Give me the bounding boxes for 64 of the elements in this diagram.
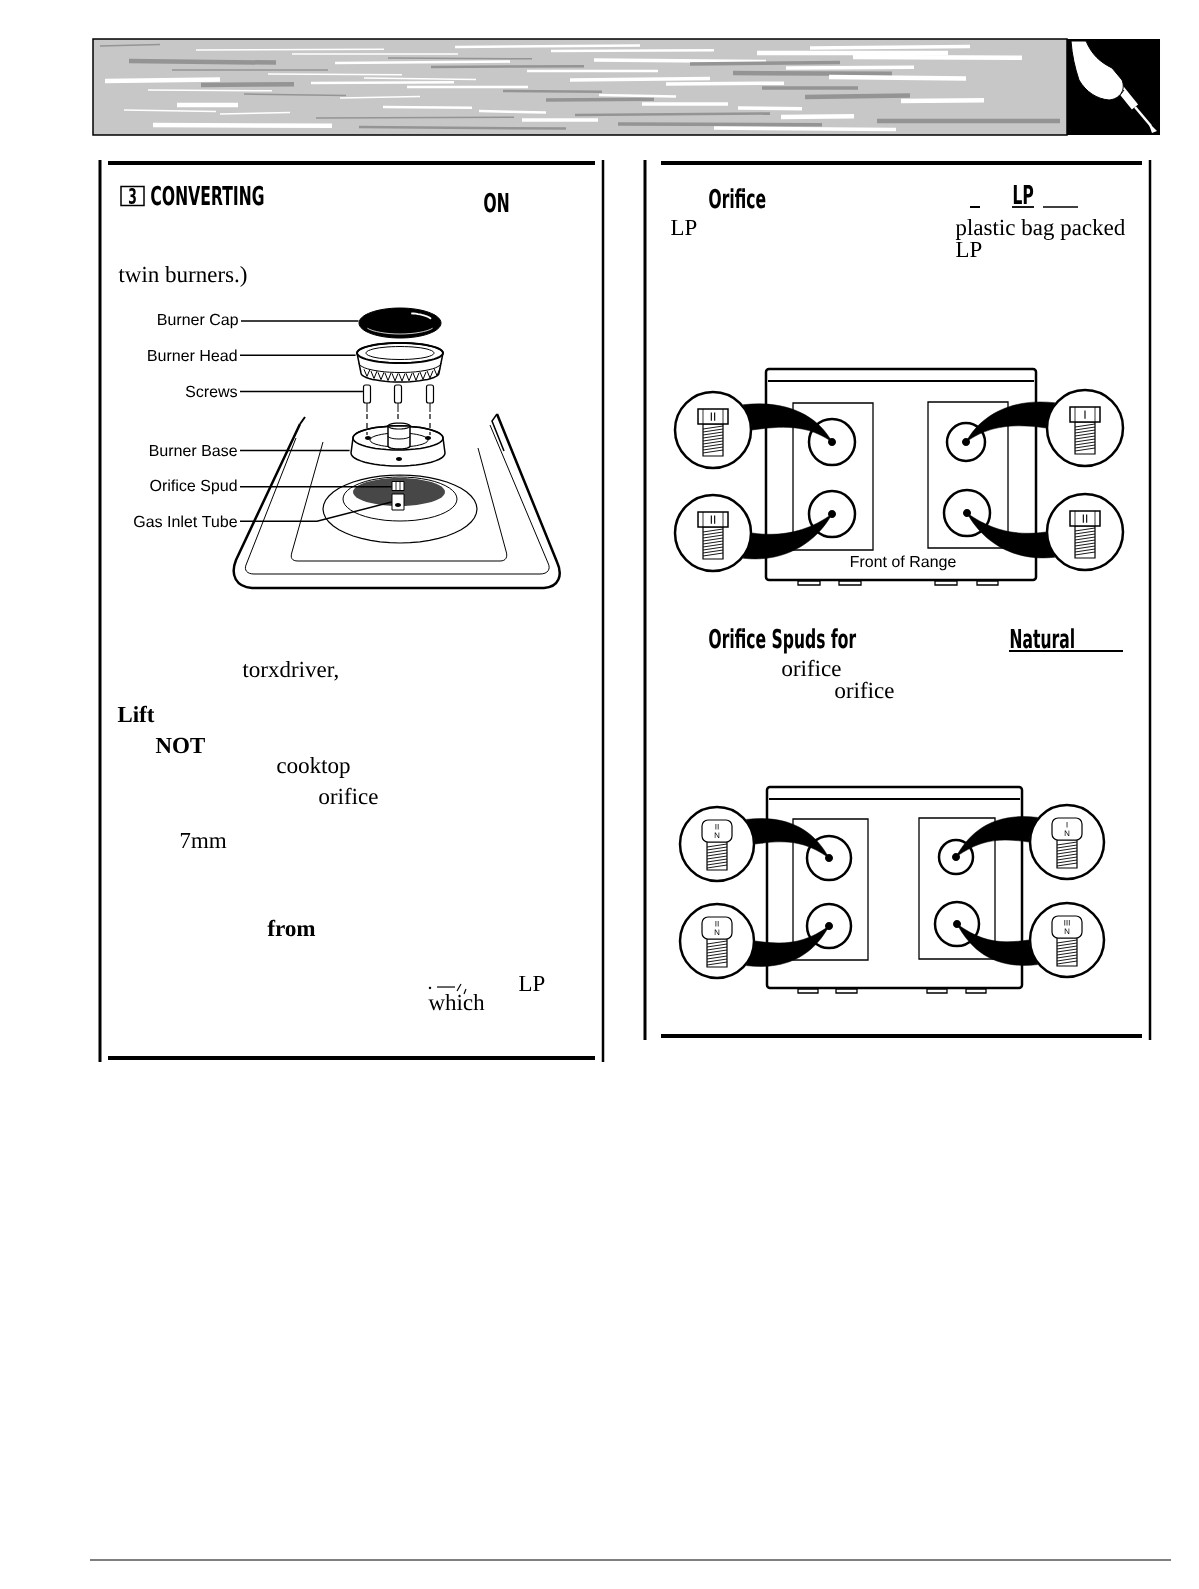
heading-text: Natural <box>1008 628 1124 652</box>
burner-circle <box>807 489 857 539</box>
part-label: Orifice Spud <box>150 479 237 495</box>
orifice-spud: I <box>1069 406 1101 455</box>
part-label: Burner Head <box>148 349 237 362</box>
orifice-spud: III N <box>1051 915 1083 967</box>
burner-base <box>350 422 446 467</box>
body-text: orifice <box>835 681 894 699</box>
burner-circle <box>807 417 857 467</box>
orifice-spud: II <box>697 511 729 560</box>
burner-circle <box>805 902 853 950</box>
part-label: Burner Cap <box>158 313 238 329</box>
callout-pointer <box>742 513 833 560</box>
body-text: torxdriver, <box>242 661 338 681</box>
callout-pointer <box>746 818 830 859</box>
body-text: plastic bag packed <box>955 219 1126 240</box>
leader-line <box>240 320 360 322</box>
body-text: Lift <box>117 705 155 723</box>
body-text: LP <box>519 975 545 991</box>
heading-text: CONVERTING <box>151 185 264 206</box>
burner-cap <box>358 307 442 339</box>
burner-circle <box>805 834 853 882</box>
callout-pointer <box>742 403 833 443</box>
burner-circle <box>933 900 981 948</box>
part-label: Screws <box>185 385 238 398</box>
callout-pointer <box>955 816 1038 858</box>
part-label: Gas Inlet Tube <box>134 515 237 528</box>
heading-text: Orifice Spuds for <box>709 628 857 654</box>
body-text: cooktop <box>277 757 350 778</box>
leader-line <box>239 390 364 393</box>
orifice-spud: II <box>1069 510 1101 559</box>
body-text: LP <box>671 219 697 235</box>
leader-line <box>239 449 351 452</box>
body-text: from <box>267 919 316 937</box>
heading-text: Orifice <box>709 188 766 209</box>
burner-circle <box>937 838 975 876</box>
number-box: 3 <box>120 185 145 207</box>
callout-pointer <box>746 925 830 967</box>
leader-line <box>239 486 393 488</box>
part-label: Burner Base <box>150 445 237 457</box>
heading-text: LP <box>1011 185 1035 208</box>
leader-line <box>239 501 393 523</box>
orifice-spud: II N <box>701 819 733 871</box>
leader-line <box>239 354 357 357</box>
callout-pointer <box>965 401 1056 443</box>
body-text: twin burners.) <box>118 266 247 287</box>
body-text: orifice <box>319 787 378 805</box>
screw <box>362 384 372 436</box>
orifice-spud: II <box>697 408 729 457</box>
body-text: NOT <box>155 737 205 754</box>
callout-pointer <box>966 512 1056 559</box>
body-text: which <box>428 994 485 1011</box>
heading-text: ON <box>484 192 509 213</box>
burner-circle <box>945 421 987 463</box>
body-text: 7mm <box>180 832 227 848</box>
body-text: orifice <box>782 659 841 677</box>
burner-circle <box>942 488 992 538</box>
orifice-spud: II N <box>701 916 733 968</box>
range-outline: Front of Range <box>764 367 1038 582</box>
orifice-spud <box>391 481 405 491</box>
body-text: LP <box>956 241 982 257</box>
callout-pointer <box>956 923 1038 966</box>
orifice-spud: I N <box>1051 817 1083 869</box>
gas-inlet-tube <box>391 493 405 511</box>
